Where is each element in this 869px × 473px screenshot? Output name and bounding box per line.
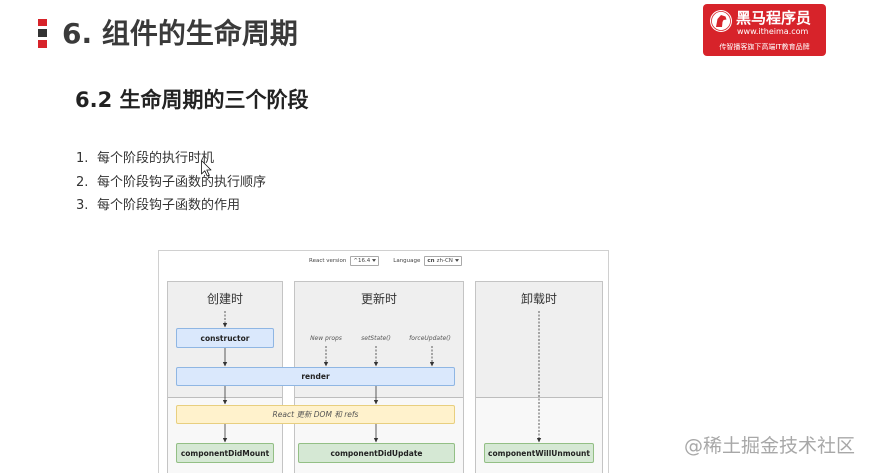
component-did-mount-node: componentDidMount: [176, 443, 274, 463]
logo-url: www.itheima.com: [737, 27, 809, 36]
list-item-text: 每个阶段钩子函数的作用: [97, 198, 241, 213]
update-dom-node: React 更新 DOM 和 refs: [176, 405, 455, 424]
component-did-update-node: componentDidUpdate: [298, 443, 455, 463]
list-item: 1. 每个阶段的执行时机: [76, 147, 266, 171]
list-item: 3. 每个阶段钩子函数的作用: [76, 194, 266, 218]
language-select[interactable]: cn zh-CN: [424, 255, 462, 266]
watermark: @稀土掘金技术社区: [683, 435, 855, 457]
arrow-cursor-icon: [201, 160, 212, 177]
column-header-unmounting: 卸载时: [520, 292, 557, 306]
column-header-updating: 更新时: [360, 292, 397, 306]
chevron-down-icon: [372, 259, 377, 262]
react-version-value: ^16.4: [353, 257, 371, 264]
component-will-unmount-node: componentWillUnmount: [484, 443, 594, 463]
list-item-text: 每个阶段钩子函数的执行顺序: [97, 174, 267, 190]
slide-title: 6. 组件的生命周期: [62, 17, 298, 50]
trigger-setstate: setState(): [361, 335, 391, 342]
stage-list: 1. 每个阶段的执行时机 2. 每个阶段钩子函数的执行顺序 3. 每个阶段钩子函…: [76, 147, 266, 218]
diagram-controls: React version ^16.4 Language cn zh-CN: [309, 255, 462, 266]
marker-segment-bottom: [38, 40, 47, 48]
list-item-text: 每个阶段的执行时机: [97, 151, 215, 166]
language-label: Language: [393, 257, 421, 264]
chevron-down-icon: [454, 259, 459, 262]
logo-tagline: 传智播客旗下高端IT教育品牌: [719, 43, 810, 51]
marker-segment-top: [38, 19, 47, 26]
horse-head-icon: [710, 10, 732, 32]
lifecycle-arrows: [222, 311, 542, 443]
section-subtitle: 6.2 生命周期的三个阶段: [75, 88, 309, 112]
trigger-forceupdate: forceUpdate(): [409, 335, 451, 342]
language-flag: cn: [427, 257, 435, 264]
list-item-number: 3.: [76, 198, 89, 213]
trigger-new-props: New props: [310, 335, 342, 342]
list-item-number: 1.: [76, 151, 89, 166]
lifecycle-diagram: React version ^16.4 Language cn zh-CN 创建…: [158, 250, 609, 473]
react-version-select[interactable]: ^16.4: [350, 255, 380, 266]
constructor-node: constructor: [176, 328, 274, 348]
section-marker-icon: [38, 19, 47, 48]
marker-segment-middle: [38, 29, 47, 37]
react-version-label: React version: [309, 257, 347, 264]
list-item-number: 2.: [76, 174, 89, 190]
logo-brand-name: 黑马程序员: [736, 9, 812, 27]
render-node: render: [176, 367, 455, 386]
column-header-mounting: 创建时: [206, 292, 243, 306]
language-value: zh-CN: [436, 257, 453, 264]
brand-logo: 黑马程序员 www.itheima.com 传智播客旗下高端IT教育品牌: [703, 4, 826, 56]
list-item: 2. 每个阶段钩子函数的执行顺序: [76, 171, 266, 195]
